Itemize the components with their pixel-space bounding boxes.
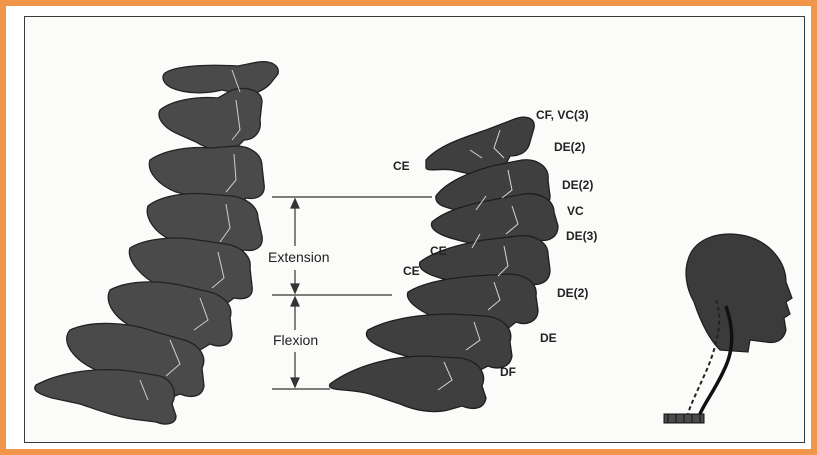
extension-label: Extension xyxy=(268,249,329,265)
injury-label-de3: DE(3) xyxy=(566,229,597,243)
injury-label-ce-mid: CE xyxy=(430,244,447,258)
injury-label-de2-low: DE(2) xyxy=(557,286,588,300)
extension-arrow-down-head xyxy=(291,284,299,293)
injury-label-de: DE xyxy=(540,331,557,345)
injury-label-df: DF xyxy=(500,365,516,379)
injury-label-cf-vc3: CF, VC(3) xyxy=(536,108,589,122)
head-neck-model-icon xyxy=(664,234,792,423)
injury-label-ce-low: CE xyxy=(403,264,420,278)
extension-arrow-up-head xyxy=(291,199,299,208)
cervical-spine-normal-icon xyxy=(35,62,279,424)
flexion-label: Flexion xyxy=(273,332,318,348)
injury-label-vc: VC xyxy=(567,204,584,218)
flexion-arrow-down-head xyxy=(291,378,299,387)
injury-label-de2-top: DE(2) xyxy=(554,140,585,154)
injury-label-ce-top: CE xyxy=(393,159,410,173)
cervical-spine-injured-icon xyxy=(330,117,558,411)
flexion-arrow-up-head xyxy=(291,297,299,306)
injury-label-de2-mid: DE(2) xyxy=(562,178,593,192)
